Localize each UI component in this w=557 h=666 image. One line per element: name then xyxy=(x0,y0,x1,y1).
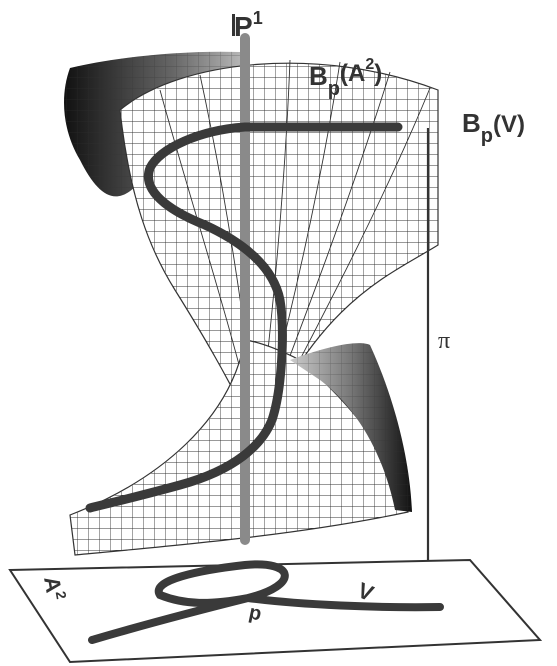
label-plane-p: p xyxy=(247,601,264,625)
plane-curve-v xyxy=(88,560,444,644)
label-bp-v: Bp(V) xyxy=(462,108,525,147)
surface-lower-back-mesh xyxy=(290,343,412,512)
surface-lower-front-mesh xyxy=(70,340,408,555)
strict-transform-curve xyxy=(85,122,340,513)
label-p1: P1 xyxy=(234,8,263,42)
label-pi: π xyxy=(438,328,450,354)
surface-upper-front-mesh xyxy=(120,63,438,441)
label-plane-a2: A2 xyxy=(39,574,70,602)
plane-a2 xyxy=(8,558,543,664)
label-p1-bar xyxy=(232,14,235,36)
label-bp-a2: Bp(A2) xyxy=(309,56,382,100)
